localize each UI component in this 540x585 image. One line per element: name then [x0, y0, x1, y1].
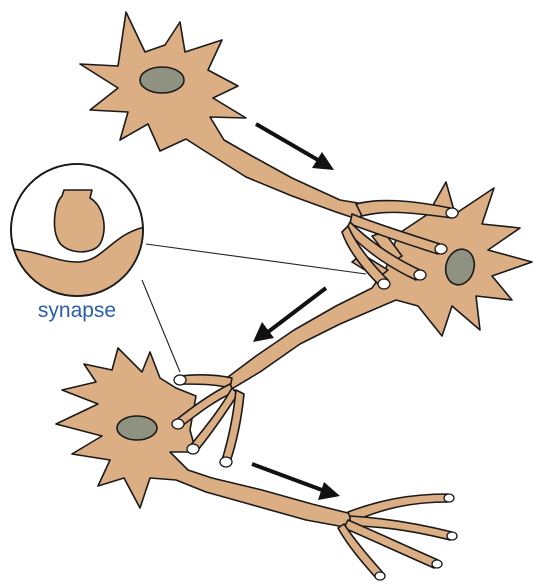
terminal-2a	[174, 375, 186, 385]
terminal-1d	[378, 279, 390, 289]
leader-line-upper	[146, 244, 366, 274]
arrow-1	[256, 124, 334, 170]
neuron-top-left-nucleus	[140, 67, 184, 93]
axon-branch-2a	[180, 375, 232, 388]
terminal-3c	[432, 560, 442, 568]
synapse-inset	[0, 164, 150, 320]
terminal-2b	[172, 419, 184, 429]
terminal-3d	[375, 572, 385, 580]
synapse-label: synapse	[22, 299, 132, 323]
synaptic-terminals-lower	[172, 375, 244, 467]
terminal-3a	[444, 494, 454, 502]
terminal-1c	[414, 270, 426, 280]
terminal-1a	[446, 208, 458, 218]
terminal-2c	[187, 444, 199, 454]
terminal-3b	[447, 532, 457, 540]
terminal-2d	[220, 457, 232, 467]
outgoing-axon-terminal	[338, 494, 457, 580]
terminal-1b	[435, 244, 447, 254]
neuron-bottom-left-nucleus	[117, 416, 157, 440]
